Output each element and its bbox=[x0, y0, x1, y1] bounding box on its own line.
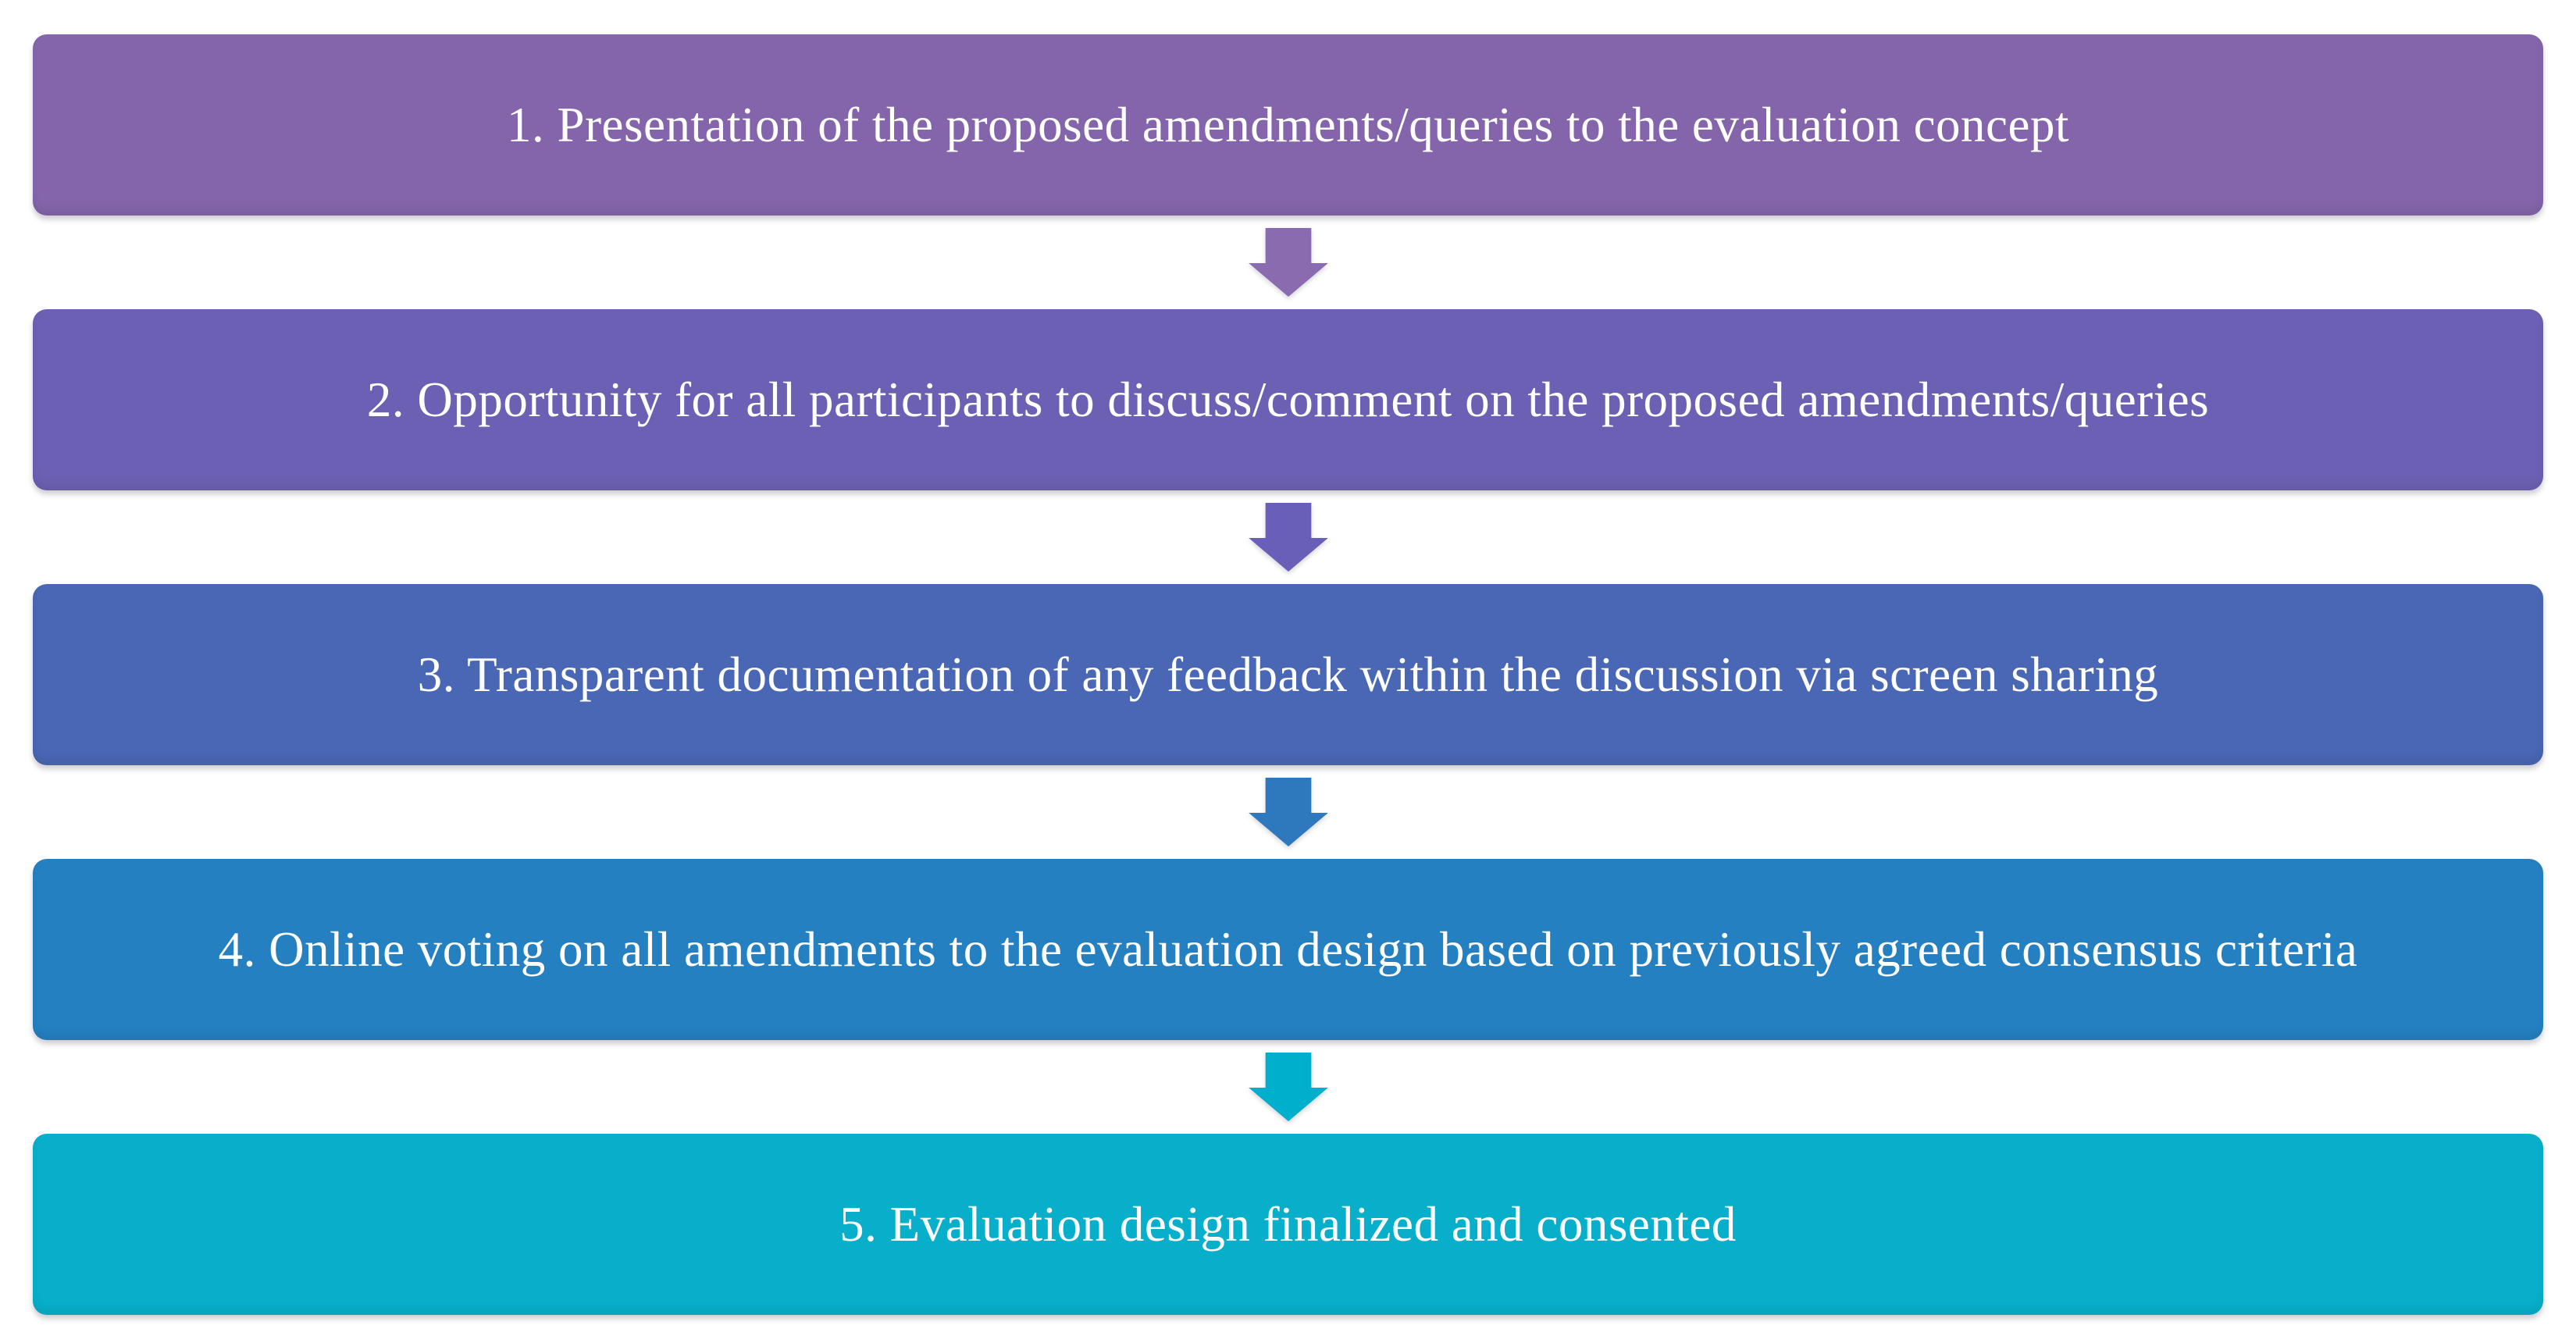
down-arrow-icon bbox=[1248, 1053, 1329, 1121]
arrow-row-3 bbox=[0, 765, 2576, 859]
step-2-box: 2. Opportunity for all participants to d… bbox=[33, 309, 2543, 490]
arrow-row-4 bbox=[0, 1040, 2576, 1134]
down-arrow-icon bbox=[1248, 228, 1329, 297]
step-3-label: 3. Transparent documentation of any feed… bbox=[417, 647, 2159, 702]
down-arrow-icon bbox=[1248, 503, 1329, 572]
step-4-label: 4. Online voting on all amendments to th… bbox=[218, 921, 2358, 977]
arrow-row-2 bbox=[0, 490, 2576, 584]
step-3-box: 3. Transparent documentation of any feed… bbox=[33, 584, 2543, 765]
arrow-row-1 bbox=[0, 216, 2576, 309]
down-arrow-icon bbox=[1248, 778, 1329, 846]
step-1-label: 1. Presentation of the proposed amendmen… bbox=[507, 97, 2069, 152]
step-2-label: 2. Opportunity for all participants to d… bbox=[366, 372, 2210, 427]
step-5-box: 5. Evaluation design finalized and conse… bbox=[33, 1134, 2543, 1315]
step-5-label: 5. Evaluation design finalized and conse… bbox=[839, 1196, 1737, 1252]
step-1-box: 1. Presentation of the proposed amendmen… bbox=[33, 34, 2543, 216]
step-4-box: 4. Online voting on all amendments to th… bbox=[33, 859, 2543, 1040]
